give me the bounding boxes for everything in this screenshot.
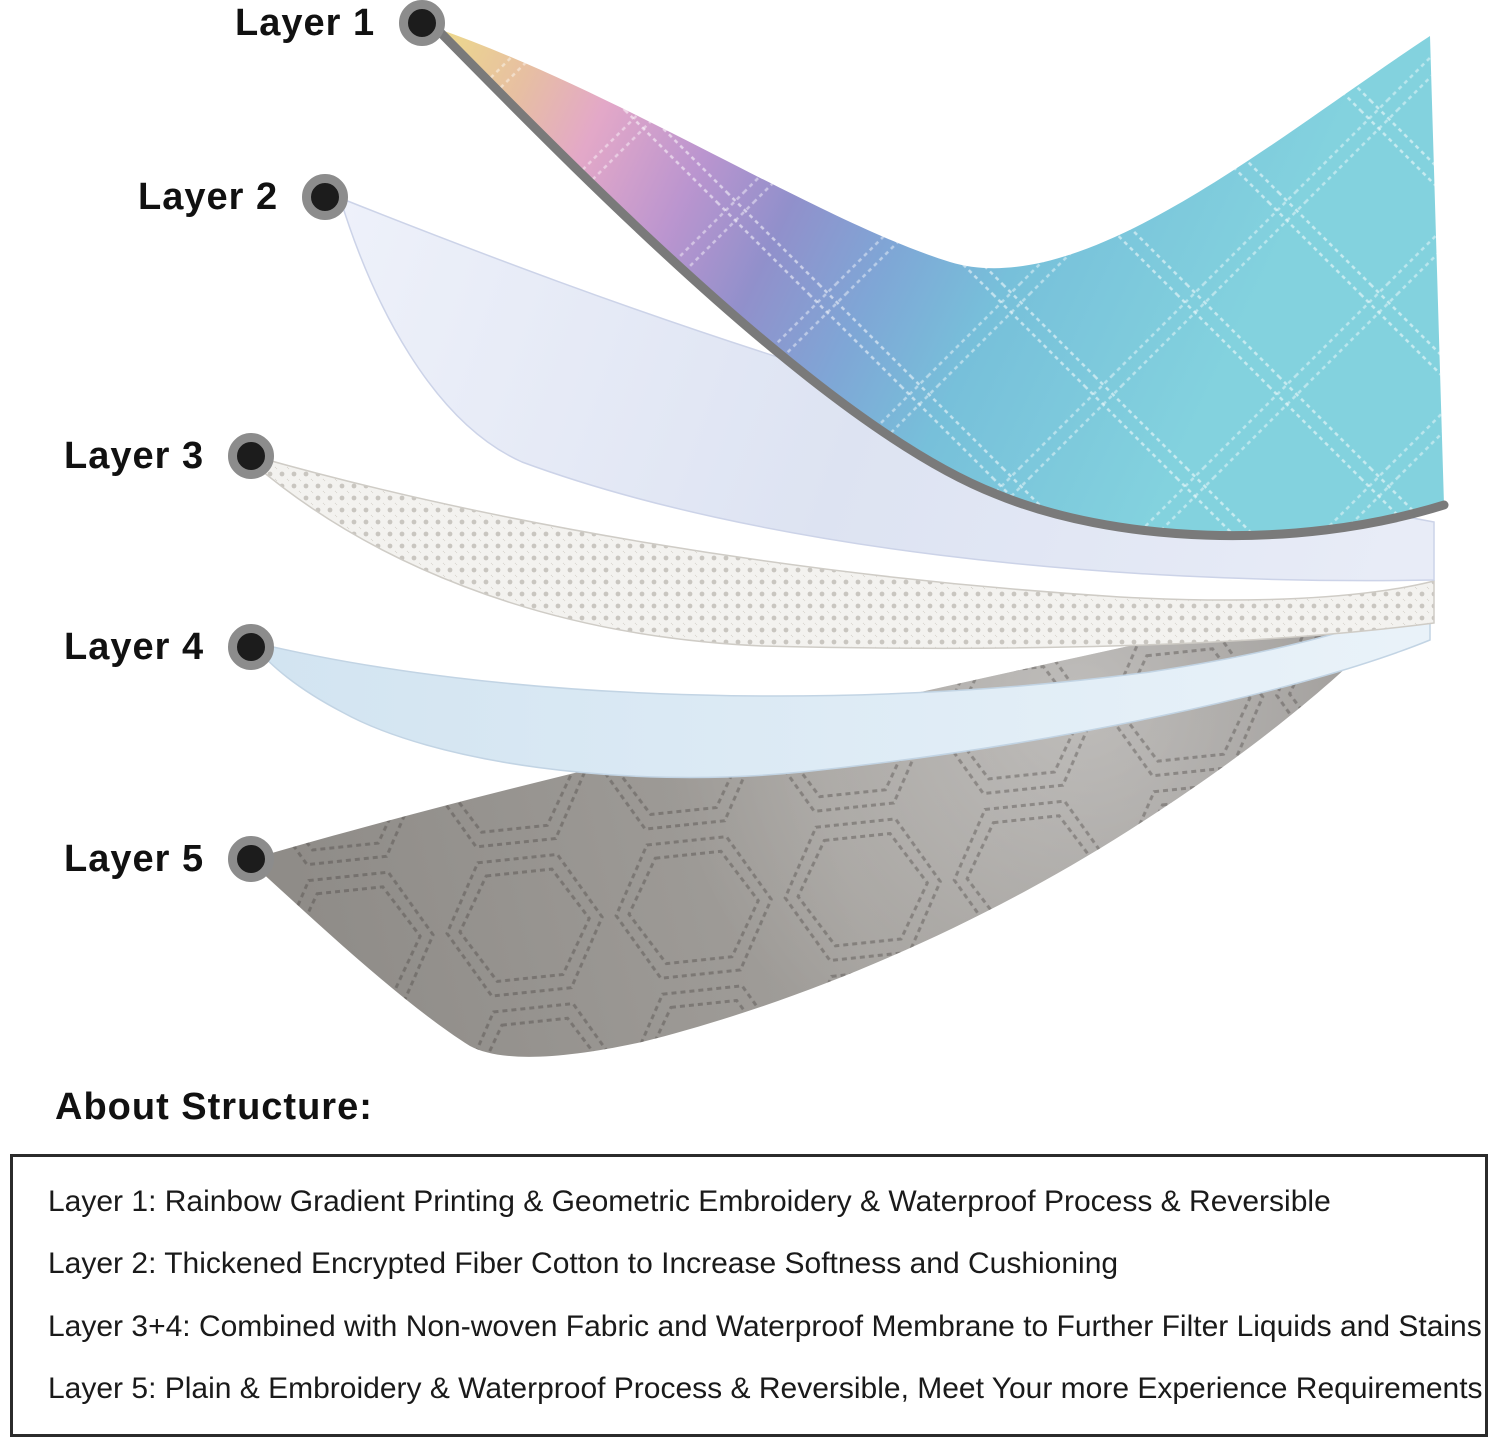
layer-3-dot [228,433,275,479]
about-line-layer-3-4: Layer 3+4: Combined with Non-woven Fabri… [48,1309,1482,1343]
layer-5-label: Layer 5 [64,837,205,880]
about-structure-heading: About Structure: [55,1086,373,1128]
layer-2-label: Layer 2 [138,175,279,218]
about-line-layer-1: Layer 1: Rainbow Gradient Printing & Geo… [48,1185,1331,1219]
layer-4-label: Layer 4 [64,625,205,668]
layer-4-dot [228,624,275,670]
about-line-layer-5: Layer 5: Plain & Embroidery & Waterproof… [48,1371,1483,1405]
layer-3-label: Layer 3 [64,434,205,477]
layer-1-label: Layer 1 [235,1,376,44]
layer-4-fabric [250,594,1431,779]
layer-1-callout: Layer 1 [235,0,446,46]
layer-3-callout: Layer 3 [64,433,275,479]
layer-1-quilt-pattern-b [436,28,1444,536]
layer-1-dot [399,0,446,46]
layer-2-callout: Layer 2 [138,174,349,220]
about-line-layer-2: Layer 2: Thickened Encrypted Fiber Cotto… [48,1247,1119,1281]
layer-4-callout: Layer 4 [64,624,275,670]
layer-5-dot [228,836,275,882]
layer-1-edge-outline [431,23,1449,541]
about-structure-box: Layer 1: Rainbow Gradient Printing & Geo… [10,1154,1488,1437]
layer-2-dot [302,174,349,220]
layer-5-callout: Layer 5 [64,836,275,882]
layer-1-fabric [431,23,1449,541]
layer-3-fabric [239,451,1435,650]
